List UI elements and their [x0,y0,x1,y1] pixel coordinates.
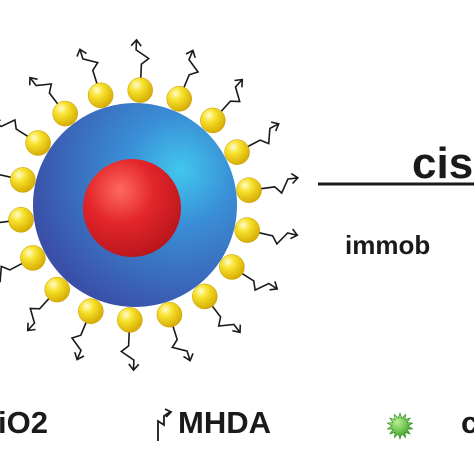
ligand-arrowhead [290,228,299,240]
ligand-beads [8,77,262,333]
ligand-arrowhead [269,281,279,291]
ligand-arrowhead [26,322,36,332]
ligand-bead [10,167,36,193]
ligand-bead [224,139,250,165]
legend-sio2-label: iO2 [0,405,48,440]
ligand-tail [0,260,27,283]
ligand-arrowhead [128,363,140,372]
ligand-arrowhead [234,78,244,88]
ligand-tail [0,118,32,140]
ligand-arrowhead [270,121,280,132]
legend-mhda-label: MHDA [178,405,271,440]
ligand-bead [200,107,226,134]
ligand-bead [117,307,143,333]
ligand-bead [20,245,46,271]
ligand-tail [135,39,151,83]
ligand-bead [44,276,70,303]
ligand-arrowhead [290,172,300,185]
ligand-tail [0,220,14,224]
mhda-ligands [0,38,300,372]
ligand-arrowhead [76,48,87,57]
ligand-tail [29,77,61,108]
ligand-tail [27,294,53,332]
ligand-tail [0,173,16,179]
ligand-arrowhead [232,324,242,334]
ligand-tail [254,231,298,246]
ligand-bead [166,86,192,112]
legend-drug-label: c [461,405,474,440]
ligand-bead [234,217,260,243]
ligand-bead [127,77,153,103]
ligand-bead [8,207,34,233]
ligand-bead [78,298,104,324]
ligand-arrowhead [74,351,85,361]
ligand-tail [119,327,135,371]
ligand-arrowhead [0,119,1,122]
reaction-label-bottom: immob [345,230,431,260]
zigzag-arrow-icon [157,408,173,441]
ligand-arrowhead [28,76,38,86]
ligand-arrowhead [183,353,194,362]
ligand-bead [156,301,183,328]
ligand-tail [243,123,280,150]
ligand-bead [52,100,78,127]
ligand-bead [192,283,218,310]
ligand-tail [79,49,99,88]
ligand-bead [236,177,262,203]
ligand-arrowhead [130,38,142,47]
ligand-arrowhead [185,49,196,59]
ligand-tail [209,302,241,333]
ligand-tail [238,270,278,292]
ligand-bead [25,130,51,156]
green-star-icon [386,412,414,440]
particle-core [83,159,181,257]
ligand-tail [256,177,299,195]
ligand-tail [70,318,89,360]
ligand-bead [219,254,245,280]
ligand-tail [171,322,191,361]
reaction-label-top: cis [412,139,474,188]
ligand-tail [217,78,243,116]
ligand-bead [87,82,114,109]
ligand-tail [181,50,200,92]
